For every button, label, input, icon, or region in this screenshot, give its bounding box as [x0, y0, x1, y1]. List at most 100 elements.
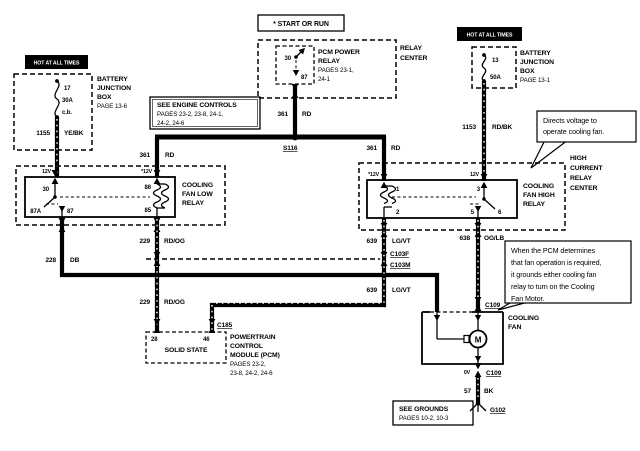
pcm-name-1: POWERTRAIN: [230, 334, 276, 341]
ground-g102-label: G102: [490, 407, 506, 414]
motor-symbol: M: [475, 336, 482, 345]
low-relay-pin-86: 86: [145, 185, 152, 191]
see-engine-controls-1: SEE ENGINE CONTROLS: [157, 102, 237, 109]
hot-at-all-times-left: HOT AT ALL TIMES: [25, 55, 88, 69]
wire-1153-color: RD/BK: [492, 124, 512, 131]
hot-left-label: HOT AT ALL TIMES: [34, 61, 80, 67]
high-relay-pin-1: 1: [396, 187, 400, 193]
pcm-pages-2: 23-8, 24-2, 24-6: [230, 370, 273, 377]
connector-c185-label: C185: [217, 322, 233, 329]
wire-361-color-right: RD: [391, 145, 401, 152]
pcm-relay-pages-2: 24-1: [318, 76, 331, 83]
low-relay-pin-30: 30: [43, 187, 50, 193]
see-engine-controls-2: PAGES 23-2, 23-8, 24-1,: [157, 111, 223, 118]
powertrain-control-module: C185 28 46 SOLID STATE POWERTRAIN CONTRO…: [145, 319, 280, 377]
low-relay-name-3: RELAY: [182, 200, 204, 207]
wire-361-circuit-right: 361: [366, 145, 377, 152]
low-relay-enclosure: [15, 165, 226, 226]
fuse-rating-right: 50A: [490, 75, 501, 81]
see-grounds-2: PAGES 10-2, 10-3: [399, 415, 449, 422]
pcm-pin-46: 46: [203, 337, 210, 343]
wire-1153-rdbk: 1153 RD/BK: [462, 81, 513, 181]
wire-57-circuit: 57: [464, 388, 472, 395]
wire-639-lgvt: 639 LG/VT 639 LG/VT: [209, 218, 411, 332]
connector-c103f-label: C103F: [390, 251, 409, 258]
high-current-relay-center: HIGH CURRENT RELAY CENTER: [358, 155, 604, 231]
cooling-fan-high-relay: *12V 12V 1 2 3 5 6 COOLING FAN HIGH RELA…: [366, 172, 555, 237]
wire-1155-circuit: 1155: [36, 130, 50, 137]
low-relay-name-2: FAN LOW: [182, 191, 213, 198]
pcm-pin-28: 28: [151, 337, 158, 343]
high-relay-coil-icon: [379, 184, 397, 218]
pcm-name-3: MODULE (PCM): [230, 352, 280, 359]
high-relay-name-2: FAN HIGH: [523, 192, 555, 199]
hcrc-label-2: CURRENT: [570, 165, 603, 172]
low-relay-pin-87: 87: [67, 209, 74, 215]
pcm-solid-state-label: SOLID STATE: [165, 347, 208, 354]
bjb-right-page: PAGE 13-1: [520, 77, 551, 84]
note-ground-line-5: Fan Motor.: [511, 294, 544, 303]
wire-638-circuit: 638: [459, 235, 470, 242]
voltage-12v-high-switch: 12V: [470, 172, 480, 178]
relay-center-box: RELAY CENTER: [257, 39, 428, 99]
pcm-relay-name-1: PCM POWER: [318, 49, 360, 56]
voltage-12v-high-coil: *12V: [368, 172, 379, 178]
connector-c103: C103F C103M: [146, 251, 411, 269]
bjb-left-name-1: BATTERY: [97, 76, 128, 83]
note-ground-line-4: relay to turn on the Cooling: [511, 282, 595, 291]
bjb-right-name-3: BOX: [520, 68, 535, 75]
hot-right-label: HOT AT ALL TIMES: [467, 33, 513, 39]
relay-center-label-2: CENTER: [400, 55, 428, 62]
start-or-run-box: * START OR RUN: [257, 14, 345, 32]
hcrc-label-4: CENTER: [570, 185, 598, 192]
see-grounds-1: SEE GROUNDS: [399, 406, 449, 413]
cooling-fan-label-2: FAN: [508, 324, 521, 331]
high-relay-pin-2: 2: [396, 210, 400, 216]
low-relay-pin-85: 85: [145, 208, 152, 214]
wire-361-circuit-left: 361: [139, 152, 150, 159]
fuse-id: 17: [64, 86, 71, 92]
low-relay-name-1: COOLING: [182, 182, 213, 189]
wire-361-rd: 361 RD S116 361 RD 361 RD: [139, 84, 401, 181]
wire-229-color-b: RD/OG: [164, 299, 185, 306]
start-or-run-label: * START OR RUN: [273, 21, 329, 28]
wire-1153-circuit: 1153: [462, 124, 476, 131]
relay-center-label-1: RELAY: [400, 45, 422, 52]
splice-s116-label: S116: [283, 145, 298, 152]
battery-junction-box-right: 13 50A BATTERY JUNCTION BOX PAGE 13-1: [471, 46, 554, 89]
bjb-right-name-1: BATTERY: [520, 50, 551, 57]
fuse-id-right: 13: [492, 58, 499, 64]
pcm-relay-pages-1: PAGES 23-1,: [318, 67, 354, 74]
voltage-12v-low-coil: *12V: [141, 169, 152, 175]
zero-volt-label: 0V: [464, 370, 471, 376]
wire-639-color-a: LG/VT: [392, 238, 411, 245]
connector-c109-bottom-label: C109: [486, 370, 502, 377]
wire-361-color-mid: RD: [302, 111, 312, 118]
wire-57-bk-ground: 0V C109 57 BK G102: [464, 363, 506, 414]
bjb-left-name-2: JUNCTION: [97, 85, 131, 92]
wire-229-color-a: RD/OG: [164, 238, 185, 245]
high-relay-name-1: COOLING: [523, 183, 554, 190]
cooling-fan-motor: M COOLING FAN: [421, 311, 539, 365]
bjb-left-name-3: BOX: [97, 94, 112, 101]
pcm-relay-pin-30: 30: [285, 56, 292, 62]
note-pcm-grounds: When the PCM determines that fan operati…: [497, 240, 632, 311]
see-engine-controls-3: 24-2, 24-6: [157, 120, 185, 127]
fuse-rating: 30A: [62, 98, 73, 104]
note-directs-voltage: Directs voltage to operate cooling fan.: [530, 110, 637, 169]
connector-c109-top-label: C109: [485, 302, 501, 309]
pcm-name-2: CONTROL: [230, 343, 263, 350]
low-relay-coil-icon: [152, 181, 170, 217]
note-ground-line-1: When the PCM determines: [511, 246, 595, 255]
ground-icon: [469, 400, 487, 412]
note-voltage-line-1: Directs voltage to: [543, 116, 597, 125]
wire-57-color: BK: [484, 388, 494, 395]
wire-229-circuit-a: 229: [139, 238, 150, 245]
pcm-pages-1: PAGES 23-2,: [230, 361, 266, 368]
hcrc-label-3: RELAY: [570, 175, 592, 182]
high-relay-pin-3: 3: [477, 187, 481, 193]
connector-c103m-label: C103M: [390, 262, 410, 269]
